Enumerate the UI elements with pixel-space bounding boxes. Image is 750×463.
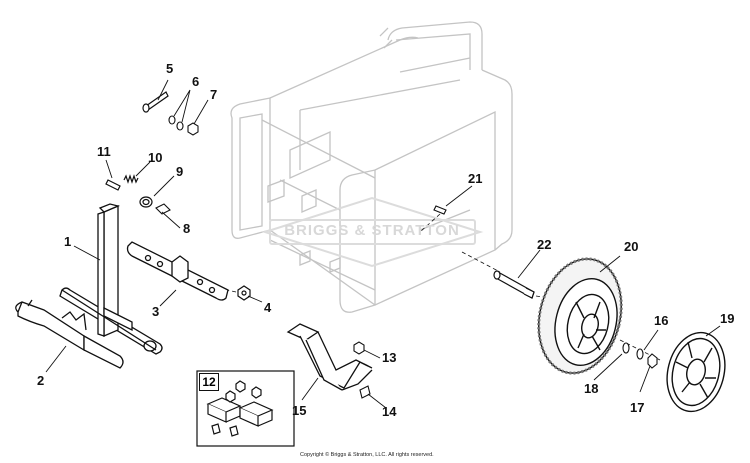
watermark-logo — [261, 196, 484, 268]
part-19-hubcap — [666, 331, 726, 413]
part-10-spring — [123, 174, 139, 184]
callout-3: 3 — [152, 304, 160, 319]
part-14-bolt — [359, 385, 371, 399]
part-9-cap — [139, 196, 153, 208]
callout-9: 9 — [176, 164, 184, 179]
part-13-nut — [353, 341, 365, 355]
part-22-axle — [493, 270, 535, 299]
callout-15: 15 — [292, 403, 307, 418]
callout-20: 20 — [624, 239, 639, 254]
callout-21: 21 — [468, 171, 483, 186]
part-5-bolt — [142, 91, 169, 113]
part-8-knob — [155, 203, 171, 215]
callout-10: 10 — [148, 150, 163, 165]
callout-2: 2 — [37, 373, 45, 388]
callout-6: 6 — [192, 74, 200, 89]
part-21-clip — [433, 205, 447, 215]
callout-5: 5 — [166, 61, 174, 76]
part-7-nut — [187, 122, 199, 136]
callout-16: 16 — [654, 313, 669, 328]
part-6-washers — [168, 115, 184, 131]
leader-lines — [45, 79, 721, 409]
part-12-kit — [196, 370, 295, 447]
part-4-nut — [237, 285, 251, 301]
watermark-text: BRIGGS & STRATTON — [284, 222, 460, 239]
part-20-wheel — [537, 257, 623, 375]
callout-14: 14 — [382, 404, 397, 419]
callout-18: 18 — [584, 381, 599, 396]
callout-11: 11 — [97, 144, 111, 159]
callout-13: 13 — [382, 350, 397, 365]
part-1-handle — [59, 203, 163, 355]
callout-19: 19 — [720, 311, 735, 326]
callout-17: 17 — [630, 400, 645, 415]
part-11-pin — [105, 179, 121, 191]
part-15-support — [286, 323, 373, 391]
part-18-spacer — [622, 342, 630, 354]
callout-7: 7 — [210, 87, 218, 102]
callout-1: 1 — [64, 234, 72, 249]
callout-12: 12 — [199, 373, 219, 391]
part-17-nut — [647, 353, 658, 369]
copyright-notice: Copyright © Briggs & Stratton, LLC. All … — [300, 452, 434, 458]
callout-22: 22 — [537, 237, 552, 252]
part-2-grip — [15, 299, 124, 369]
callout-4: 4 — [264, 300, 272, 315]
callout-8: 8 — [183, 221, 191, 236]
ghost-frame — [230, 21, 513, 313]
part-3-bracket — [126, 241, 229, 301]
part-16-washer — [636, 348, 644, 360]
